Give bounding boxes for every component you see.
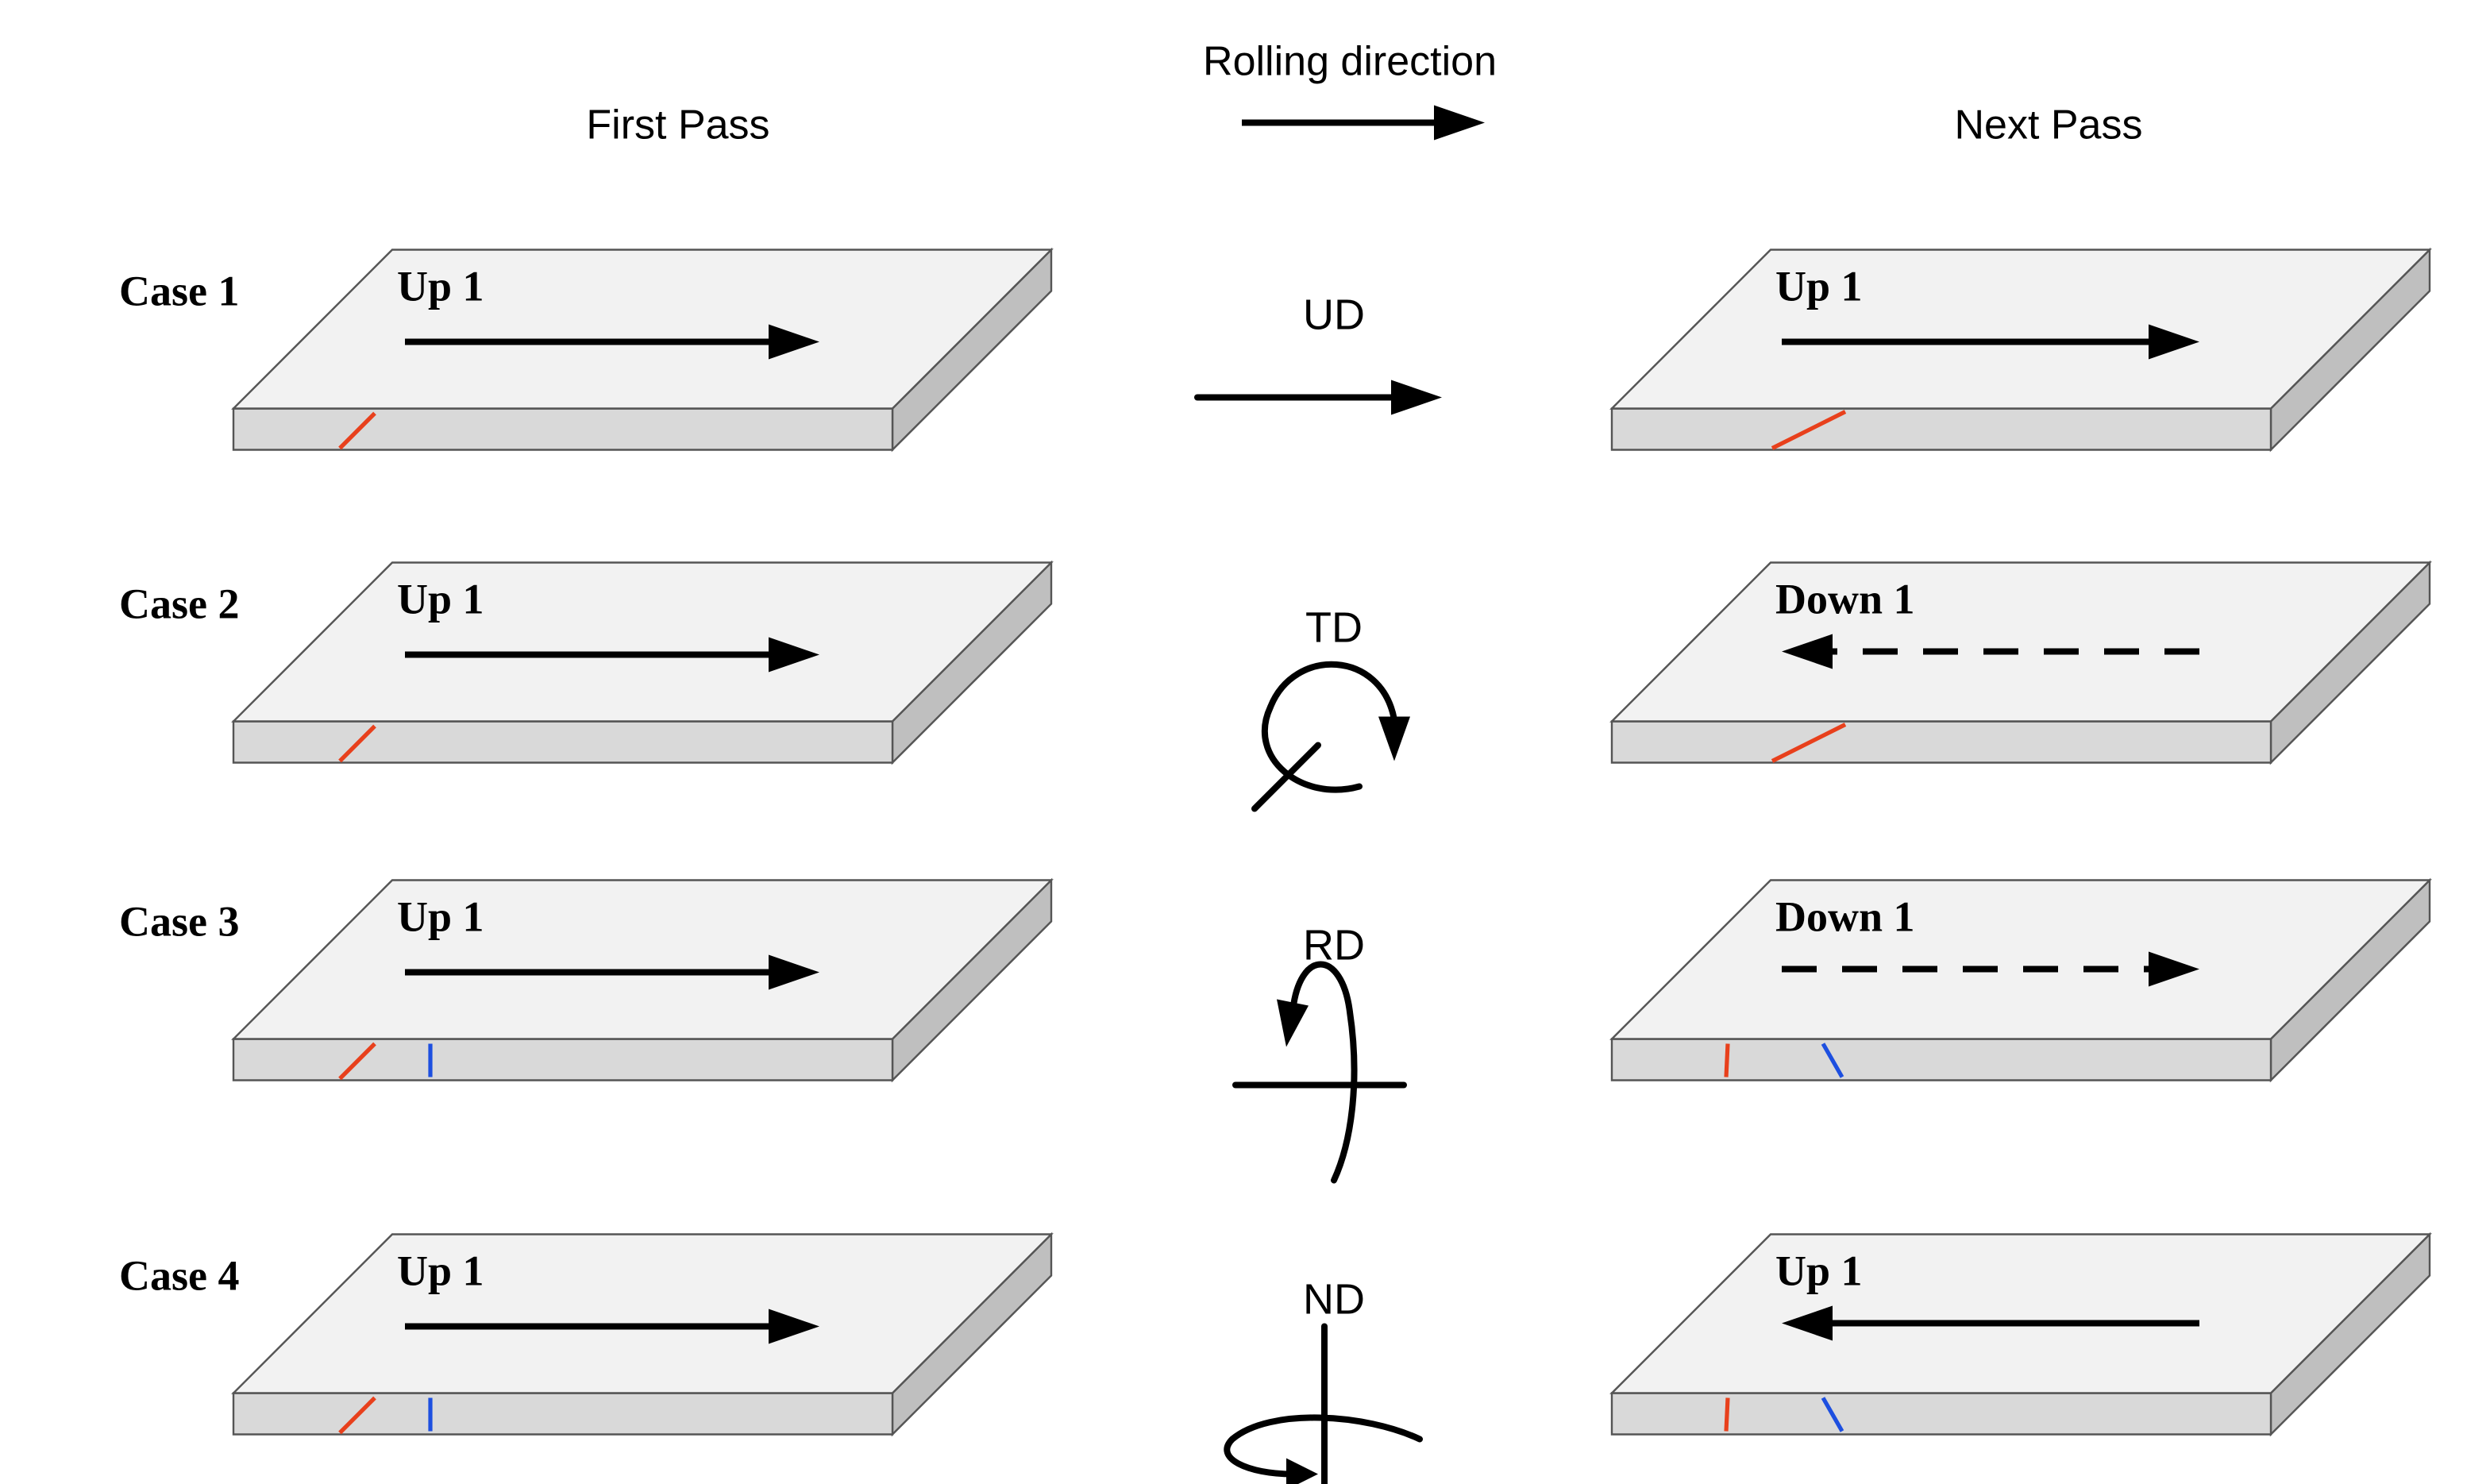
red-vertical-mark [1724,1043,1730,1077]
plate-top-face [231,1233,1054,1394]
rd-rotation-icon [1232,961,1407,1184]
plate-label: Down 1 [1775,576,1915,623]
plate-front-face [1610,407,2272,451]
next-pass-plate: Down 1 [1609,560,2432,765]
plate [231,560,1054,765]
rolling-direction-heading: Rolling direction [1203,39,1497,85]
plate-front-face [232,1038,894,1081]
plate-label: Up 1 [397,263,484,310]
direction-arrow-icon [1782,1305,2199,1341]
nd-rotation-icon [1224,1323,1423,1484]
case-row: Case 1 Up 1 UD Up 1 [119,247,2432,453]
case-label: Case 4 [119,1252,239,1300]
plate-top-face [1609,879,2432,1040]
direction-arrow-icon [405,954,819,990]
plate [231,877,1054,1083]
plate-label: Up 1 [397,1247,484,1295]
red-slant-mark [338,724,376,763]
red-slant-mark [338,1042,376,1081]
transform-label: UD [1303,291,1365,339]
first-pass-plate: Up 1 [231,560,1054,765]
red-slant-long-mark [1771,723,1847,763]
direction-arrow-icon [1782,951,2199,987]
direction-arrow-icon [1782,634,2199,669]
next-pass-plate: Down 1 [1609,877,2432,1083]
direction-arrow-icon [405,637,819,673]
rolling-direction-arrow-icon [1242,105,1485,141]
transform-label: TD [1305,604,1363,652]
plate [1609,560,2432,765]
plate [1609,877,2432,1083]
td-rotation-icon [1251,661,1410,812]
plate-front-face [1610,720,2272,764]
plate-top-face [1609,1233,2432,1394]
plate-top-face [1609,561,2432,723]
case-row: Case 2 Up 1 TD Down 1 [119,560,2432,812]
transform-label: RD [1303,922,1365,969]
red-slant-mark [338,411,376,450]
plate-label: Up 1 [1775,263,1863,310]
plate-top-face [231,249,1054,410]
plate-front-face [1610,1038,2272,1081]
straight-arrow-right-icon [1194,380,1442,415]
plate-label: Up 1 [397,893,484,941]
plate-top-face [1609,249,2432,410]
next-pass-plate: Up 1 [1609,1232,2432,1437]
first-pass-heading: First Pass [586,102,769,148]
plate [231,247,1054,453]
transform-symbol: RD [1232,922,1407,1184]
direction-arrow-icon [405,324,819,360]
transform-symbol: UD [1194,291,1442,415]
blue-backslant-mark [1821,1397,1844,1432]
case-label: Case 1 [119,268,239,315]
plate-front-face [232,720,894,764]
case-label: Case 2 [119,580,239,628]
case-label: Case 3 [119,898,239,946]
red-slant-long-mark [1771,410,1847,450]
plate-top-face [231,561,1054,723]
direction-arrow-icon [1782,324,2199,360]
plate-front-face [232,407,894,451]
next-pass-heading: Next Pass [1955,102,2143,148]
plate-top-face [231,879,1054,1040]
first-pass-plate: Up 1 [231,247,1054,453]
case-row: Case 4 Up 1 ND Up 1 [119,1232,2432,1484]
plate-label: Down 1 [1775,893,1915,941]
next-pass-plate: Up 1 [1609,247,2432,453]
plate [1609,247,2432,453]
plate-front-face [232,1392,894,1436]
plate [1609,1232,2432,1437]
red-vertical-mark [1724,1397,1730,1432]
direction-arrow-icon [405,1309,819,1344]
plate-front-face [1610,1392,2272,1436]
red-slant-mark [338,1396,376,1435]
transform-label: ND [1303,1276,1365,1324]
plate [231,1232,1054,1437]
plate-label: Up 1 [1775,1247,1863,1295]
transform-symbol: TD [1251,604,1410,812]
case-row: Case 3 Up 1 RD Down 1 [119,877,2432,1184]
first-pass-plate: Up 1 [231,877,1054,1083]
plate-label: Up 1 [397,576,484,623]
first-pass-plate: Up 1 [231,1232,1054,1437]
blue-backslant-mark [1821,1043,1844,1078]
transform-symbol: ND [1224,1276,1423,1484]
